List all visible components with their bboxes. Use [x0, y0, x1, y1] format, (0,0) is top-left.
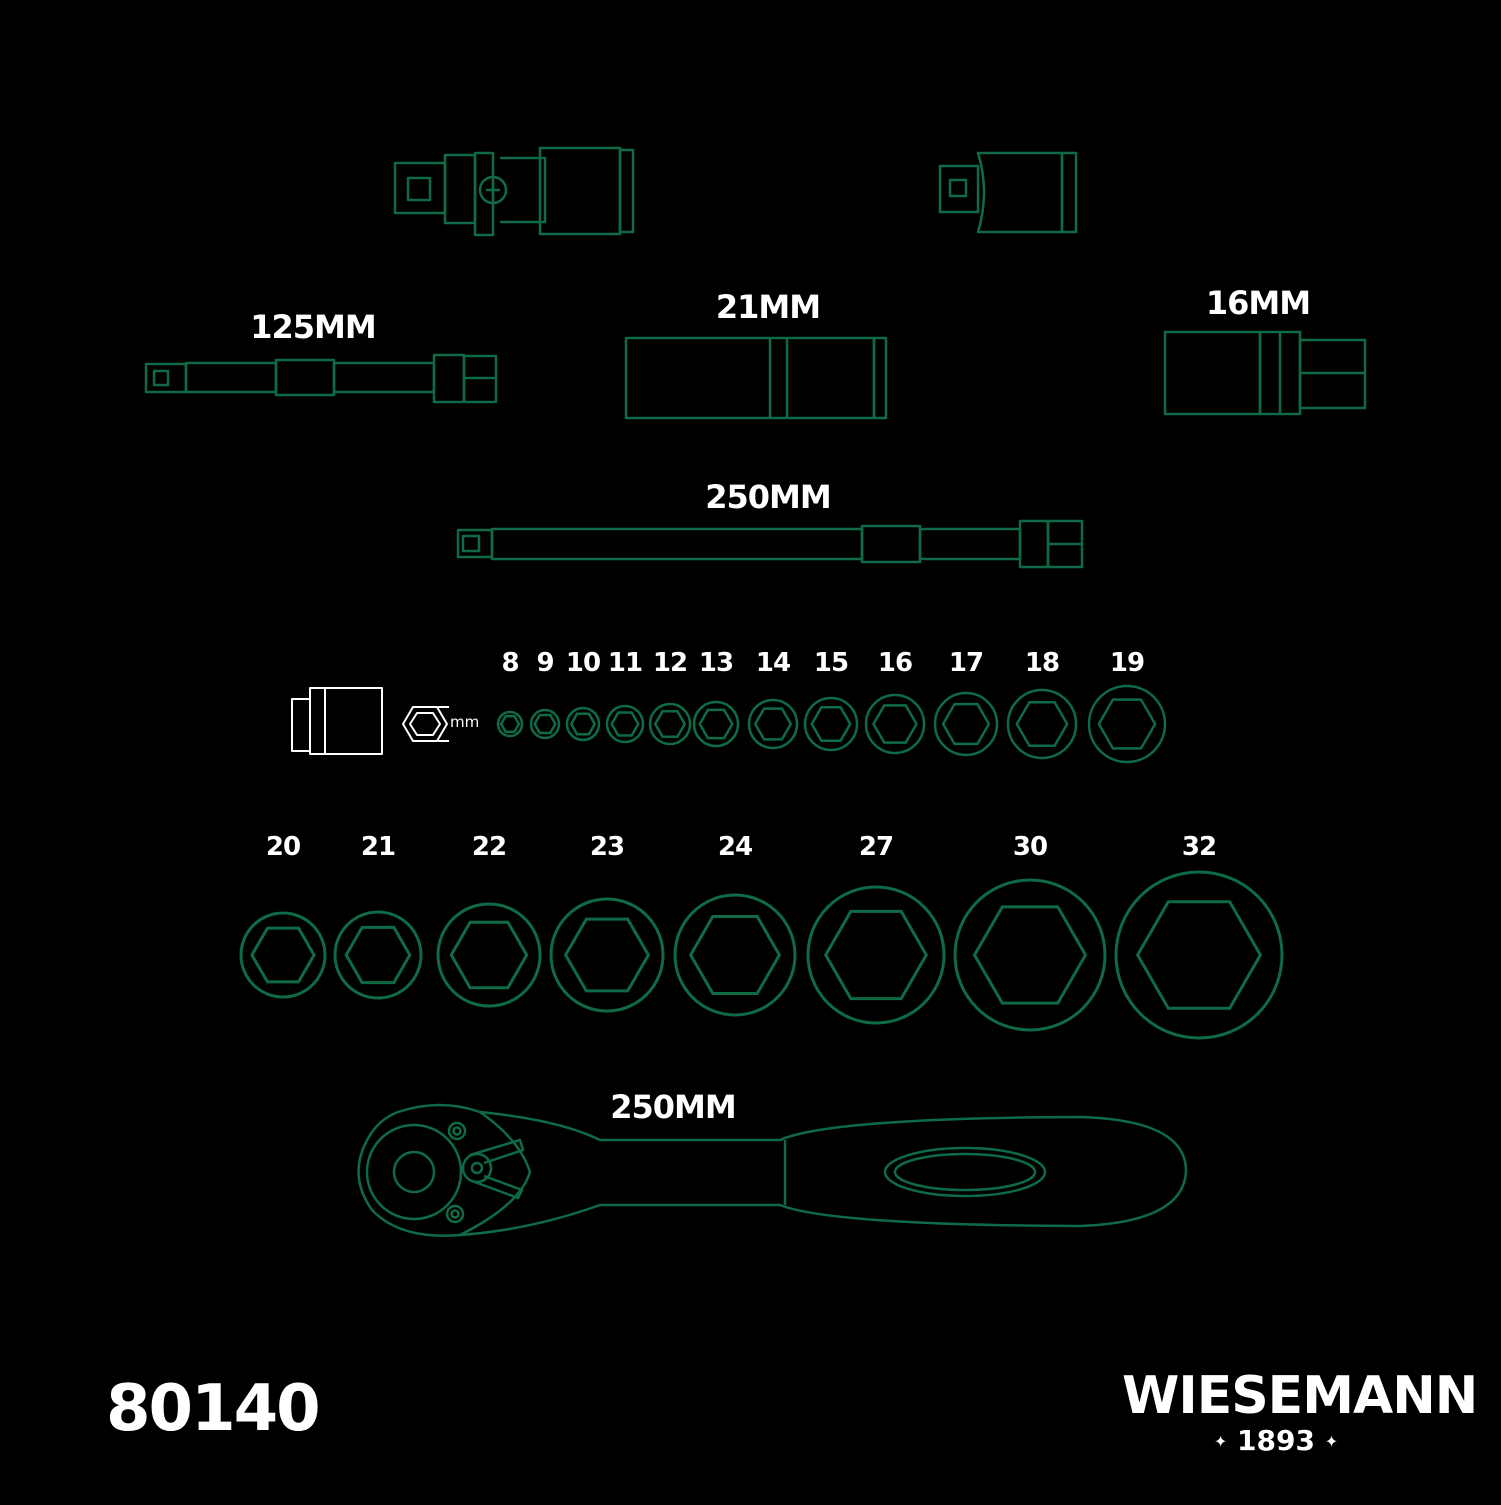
socket-size-label: 18 [1024, 648, 1060, 678]
label-ratchet-250mm: 250MM [610, 1088, 736, 1126]
socket-18-icon [1006, 688, 1078, 760]
socket-size-label: 17 [948, 648, 984, 678]
brand-year: 1893 [1237, 1424, 1315, 1457]
socket-23-icon [549, 897, 665, 1013]
socket-27-icon [806, 885, 946, 1025]
socket-19-icon [1087, 684, 1167, 764]
socket-21-icon [333, 910, 423, 1000]
extension-125mm-icon [144, 353, 498, 404]
deep-socket-21mm-icon [624, 336, 888, 420]
label-unit-mm: mm [450, 713, 480, 731]
socket-11-icon [605, 704, 645, 744]
socket-size-label: 16 [877, 648, 913, 678]
socket-16-icon [864, 693, 926, 755]
socket-size-label: 23 [589, 832, 625, 862]
socket-size-label: 9 [536, 648, 554, 678]
socket-size-label: 22 [471, 832, 507, 862]
socket-30-icon [953, 878, 1107, 1032]
socket-size-label: 27 [858, 832, 894, 862]
socket-32-icon [1114, 870, 1284, 1040]
socket-24-icon [673, 893, 797, 1017]
socket-size-label: 11 [607, 648, 643, 678]
socket-size-label: 21 [360, 832, 396, 862]
socket-15-icon [803, 696, 859, 752]
socket-17-icon [933, 691, 999, 757]
brand-year-line: ✦ 1893 ✦ [1213, 1424, 1339, 1457]
brand-name: WIESEMANN [1122, 1366, 1478, 1426]
socket-size-label: 30 [1012, 832, 1048, 862]
socket-size-label: 12 [652, 648, 688, 678]
socket-13-icon [692, 700, 740, 748]
product-code: 80140 [106, 1372, 321, 1446]
spark-plug-socket-16mm-icon [1163, 330, 1367, 416]
universal-joint-icon [393, 146, 635, 237]
socket-20-icon [239, 911, 327, 999]
label-extension-250mm: 250MM [705, 478, 831, 516]
socket-profile-icon [291, 687, 383, 755]
socket-10-icon [565, 706, 601, 742]
socket-size-label: 24 [717, 832, 753, 862]
socket-size-label: 13 [698, 648, 734, 678]
label-socket-16mm: 16MM [1205, 284, 1311, 322]
socket-9-icon [529, 708, 561, 740]
socket-size-label: 19 [1109, 648, 1145, 678]
socket-size-label: 15 [813, 648, 849, 678]
socket-size-label: 10 [565, 648, 601, 678]
socket-12-icon [648, 702, 692, 746]
extension-250mm-icon [456, 519, 1084, 569]
adapter-icon [938, 151, 1078, 234]
brand-logo: WIESEMANN ✦ 1893 ✦ [1122, 1366, 1478, 1457]
socket-size-label: 14 [755, 648, 791, 678]
socket-14-icon [747, 698, 799, 750]
socket-size-label: 20 [265, 832, 301, 862]
socket-size-label: 8 [501, 648, 519, 678]
socket-size-label: 32 [1181, 832, 1217, 862]
hex-size-icon [402, 706, 449, 742]
label-extension-125mm: 125MM [250, 308, 376, 346]
socket-8-icon [496, 710, 524, 738]
ratchet-icon [357, 1103, 1188, 1237]
label-socket-21mm: 21MM [715, 288, 821, 326]
socket-22-icon [436, 902, 542, 1008]
